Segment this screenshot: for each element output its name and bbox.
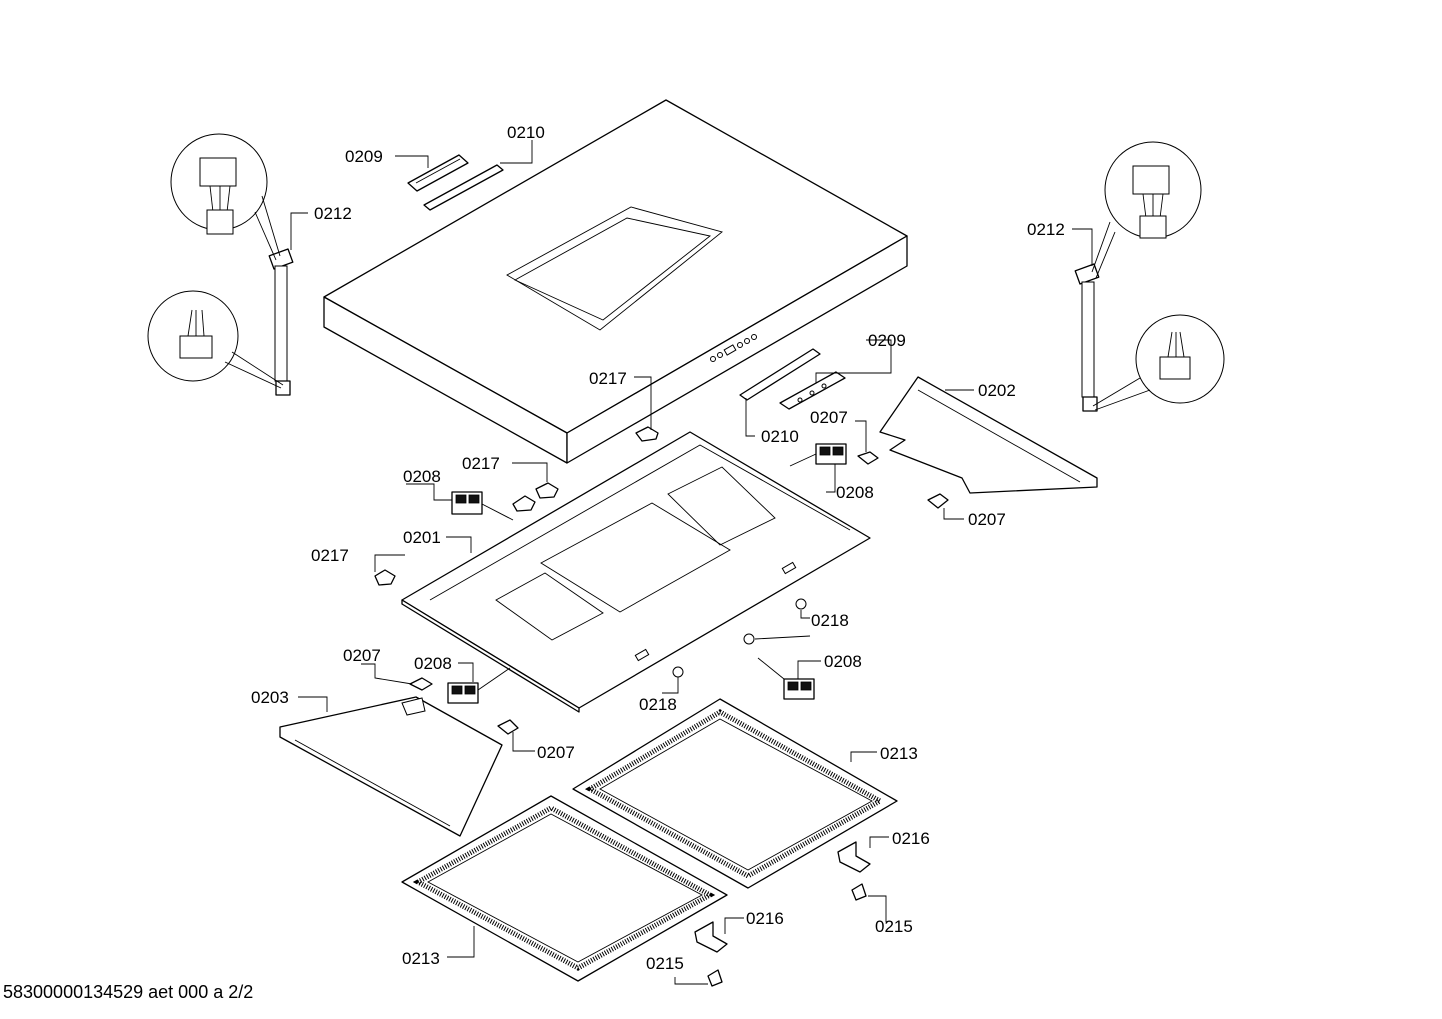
label-0203: 0203: [251, 688, 289, 707]
label-0217-left: 0217: [311, 546, 349, 565]
part-0209-top: [407, 154, 469, 192]
part-0210-top: [423, 164, 504, 211]
label-0201: 0201: [403, 528, 441, 547]
cable-0212-left: [147, 133, 294, 396]
label-0208-mid-left: 0208: [414, 654, 452, 673]
part-0216-b: [694, 921, 728, 953]
label-0215-left: 0215: [646, 954, 684, 973]
part-0208-mid-left: [447, 667, 511, 704]
part-0217-c: [374, 569, 396, 586]
label-0215-right: 0215: [875, 917, 913, 936]
label-0217-upper: 0217: [589, 369, 627, 388]
filter-0213-left: [401, 795, 728, 982]
part-0210-right: [739, 348, 821, 401]
label-0212-right: 0212: [1027, 220, 1065, 239]
part-0216-a: [837, 841, 871, 873]
document-reference: 58300000134529 aet 000 a 2/2: [3, 982, 253, 1002]
label-0207-right: 0207: [968, 510, 1006, 529]
part-0215-b: [707, 969, 723, 987]
label-0213-right: 0213: [880, 744, 918, 763]
part-0218-a: [795, 598, 807, 610]
label-0216-left: 0216: [746, 909, 784, 928]
part-0215-a: [851, 883, 867, 901]
label-0207-left: 0207: [343, 646, 381, 665]
filter-0213-right: [572, 698, 898, 889]
label-0209-top: 0209: [345, 147, 383, 166]
part-0208-mid-right: [757, 657, 815, 700]
label-0208-right: 0208: [836, 483, 874, 502]
part-labels: 0209 0210 0212 0212 0217 0209 0202 0210 …: [251, 123, 1065, 973]
part-0207-a: [857, 451, 879, 465]
cable-0212-right: [1074, 141, 1225, 412]
panel-0201: [401, 431, 871, 713]
part-0208-upper-left: [451, 491, 514, 521]
label-0210-top: 0210: [507, 123, 545, 142]
label-0210-right: 0210: [761, 427, 799, 446]
hood-body: [323, 99, 908, 464]
panel-0202: [879, 376, 1098, 494]
label-0209-right: 0209: [868, 331, 906, 350]
label-0202: 0202: [978, 381, 1016, 400]
label-0208-upper-left: 0208: [403, 467, 441, 486]
label-0208-mid-right: 0208: [824, 652, 862, 671]
part-0218-c: [672, 666, 684, 678]
part-0218-b: [743, 633, 755, 645]
label-0216-right: 0216: [892, 829, 930, 848]
label-0217-mid: 0217: [462, 454, 500, 473]
part-0207-b: [927, 493, 949, 509]
label-0212-left: 0212: [314, 204, 352, 223]
label-0218-b: 0218: [639, 695, 677, 714]
part-0217-b: [512, 482, 559, 512]
label-0213-left: 0213: [402, 949, 440, 968]
panel-0203: [279, 696, 503, 837]
part-0207-c: [409, 677, 433, 691]
part-0207-d: [497, 719, 519, 735]
part-0209-right: [779, 371, 846, 410]
label-0207-lower: 0207: [537, 743, 575, 762]
label-0218-a: 0218: [811, 611, 849, 630]
part-0217-a: [635, 426, 659, 442]
control-buttons: [710, 334, 757, 362]
leader-lines: [290, 140, 1093, 985]
label-0207-upper: 0207: [810, 408, 848, 427]
part-0208-right: [789, 443, 847, 467]
